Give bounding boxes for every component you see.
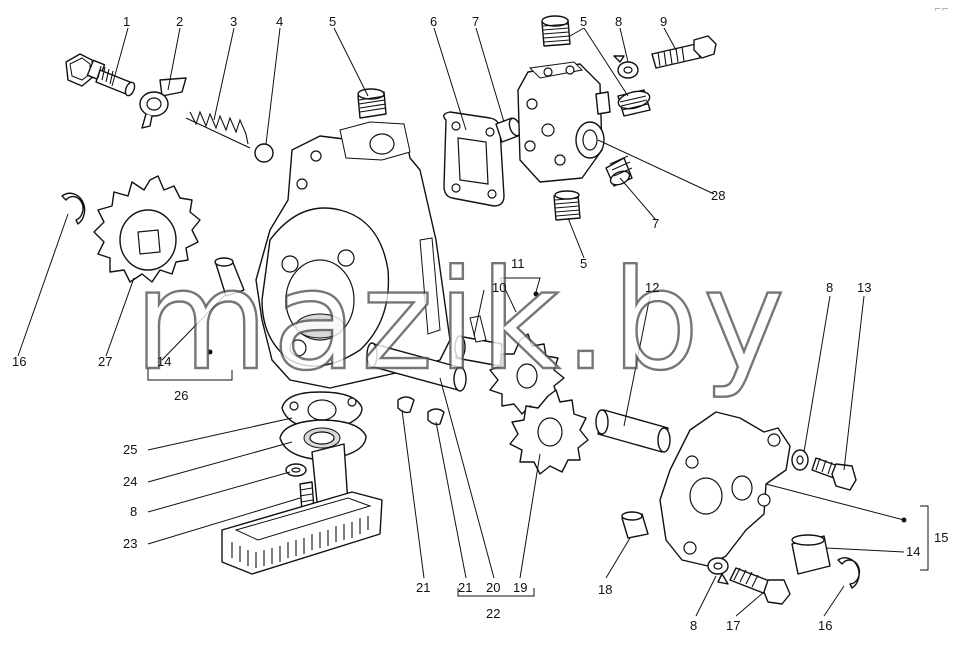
part-flange-gasket xyxy=(281,391,363,431)
part-key-b xyxy=(427,408,445,426)
part-threaded-plug-b xyxy=(541,15,571,47)
part-gear-lower xyxy=(509,389,589,475)
callout-14-b: 14 xyxy=(906,544,920,559)
callout-18: 18 xyxy=(598,582,612,597)
part-hex-bolt-a xyxy=(651,35,717,69)
callout-2: 2 xyxy=(176,14,183,29)
part-tab-washer-d xyxy=(707,557,729,585)
callout-3: 3 xyxy=(230,14,237,29)
callout-12: 12 xyxy=(645,280,659,295)
callout-13: 13 xyxy=(857,280,871,295)
callout-1: 1 xyxy=(123,14,130,29)
callout-22: 22 xyxy=(486,606,500,621)
part-bushing-a xyxy=(214,257,245,297)
callout-19: 19 xyxy=(513,580,527,595)
corner-mark: ⌐⌐ xyxy=(934,5,949,15)
part-ball xyxy=(254,143,274,163)
part-key-a xyxy=(397,396,415,414)
part-hex-bolt-c xyxy=(729,567,791,605)
part-bushing-b xyxy=(621,511,649,539)
callout-21-b: 21 xyxy=(458,580,472,595)
callout-7-a: 7 xyxy=(472,14,479,29)
callout-6: 6 xyxy=(430,14,437,29)
callout-5-a: 5 xyxy=(329,14,336,29)
part-shaft-a xyxy=(366,342,467,392)
part-tab-washer-c xyxy=(791,449,809,471)
leader-lines xyxy=(17,27,929,617)
part-hex-bolt-b xyxy=(811,457,857,491)
callout-17: 17 xyxy=(726,618,740,633)
callout-16-b: 16 xyxy=(818,618,832,633)
part-threaded-plug-c xyxy=(617,89,651,117)
callout-labels: 1 2 3 4 5 6 7 5 8 9 28 7 5 16 27 14 26 1… xyxy=(12,14,948,633)
callout-27: 27 xyxy=(98,354,112,369)
callout-5-c: 5 xyxy=(580,256,587,271)
callout-26: 26 xyxy=(174,388,188,403)
part-drive-gear xyxy=(93,175,201,283)
callout-24: 24 xyxy=(123,474,137,489)
callout-5-b: 5 xyxy=(580,14,587,29)
part-valve-body xyxy=(517,61,611,183)
callout-9: 9 xyxy=(660,14,667,29)
callout-7-b: 7 xyxy=(652,216,659,231)
part-gasket xyxy=(443,111,505,207)
part-tab-washer-a xyxy=(613,55,639,79)
part-threaded-plug-a xyxy=(357,88,387,119)
part-shaft-b xyxy=(595,409,671,453)
part-gear-shaft xyxy=(454,315,503,367)
part-cover-plate xyxy=(659,411,791,567)
part-oil-strainer xyxy=(221,443,383,575)
callout-21-a: 21 xyxy=(416,580,430,595)
callout-4: 4 xyxy=(276,14,283,29)
callout-8-a: 8 xyxy=(615,14,622,29)
part-tab-washer-b xyxy=(285,463,307,477)
callout-8-c: 8 xyxy=(130,504,137,519)
callout-8-d: 8 xyxy=(690,618,697,633)
watermark: mazik.by xyxy=(134,240,789,401)
part-plug-bolt xyxy=(65,53,136,97)
part-spring xyxy=(185,110,251,149)
callout-11: 11 xyxy=(511,256,525,271)
callout-16-a: 16 xyxy=(12,354,26,369)
callout-10: 10 xyxy=(492,280,506,295)
callout-28: 28 xyxy=(711,188,725,203)
part-small-plug-b xyxy=(605,155,633,187)
part-snap-ring-a xyxy=(61,192,86,225)
callout-25: 25 xyxy=(123,442,137,457)
part-bushing-c xyxy=(791,534,831,575)
part-gear-upper xyxy=(489,333,565,415)
part-pump-housing xyxy=(255,121,451,389)
part-lock-washer xyxy=(139,77,187,129)
callout-15: 15 xyxy=(934,530,948,545)
callout-8-b: 8 xyxy=(826,280,833,295)
callout-23: 23 xyxy=(123,536,137,551)
callout-20: 20 xyxy=(486,580,500,595)
part-snap-ring-b xyxy=(837,557,861,589)
part-threaded-plug-d xyxy=(553,190,581,221)
callout-14-a: 14 xyxy=(157,354,171,369)
